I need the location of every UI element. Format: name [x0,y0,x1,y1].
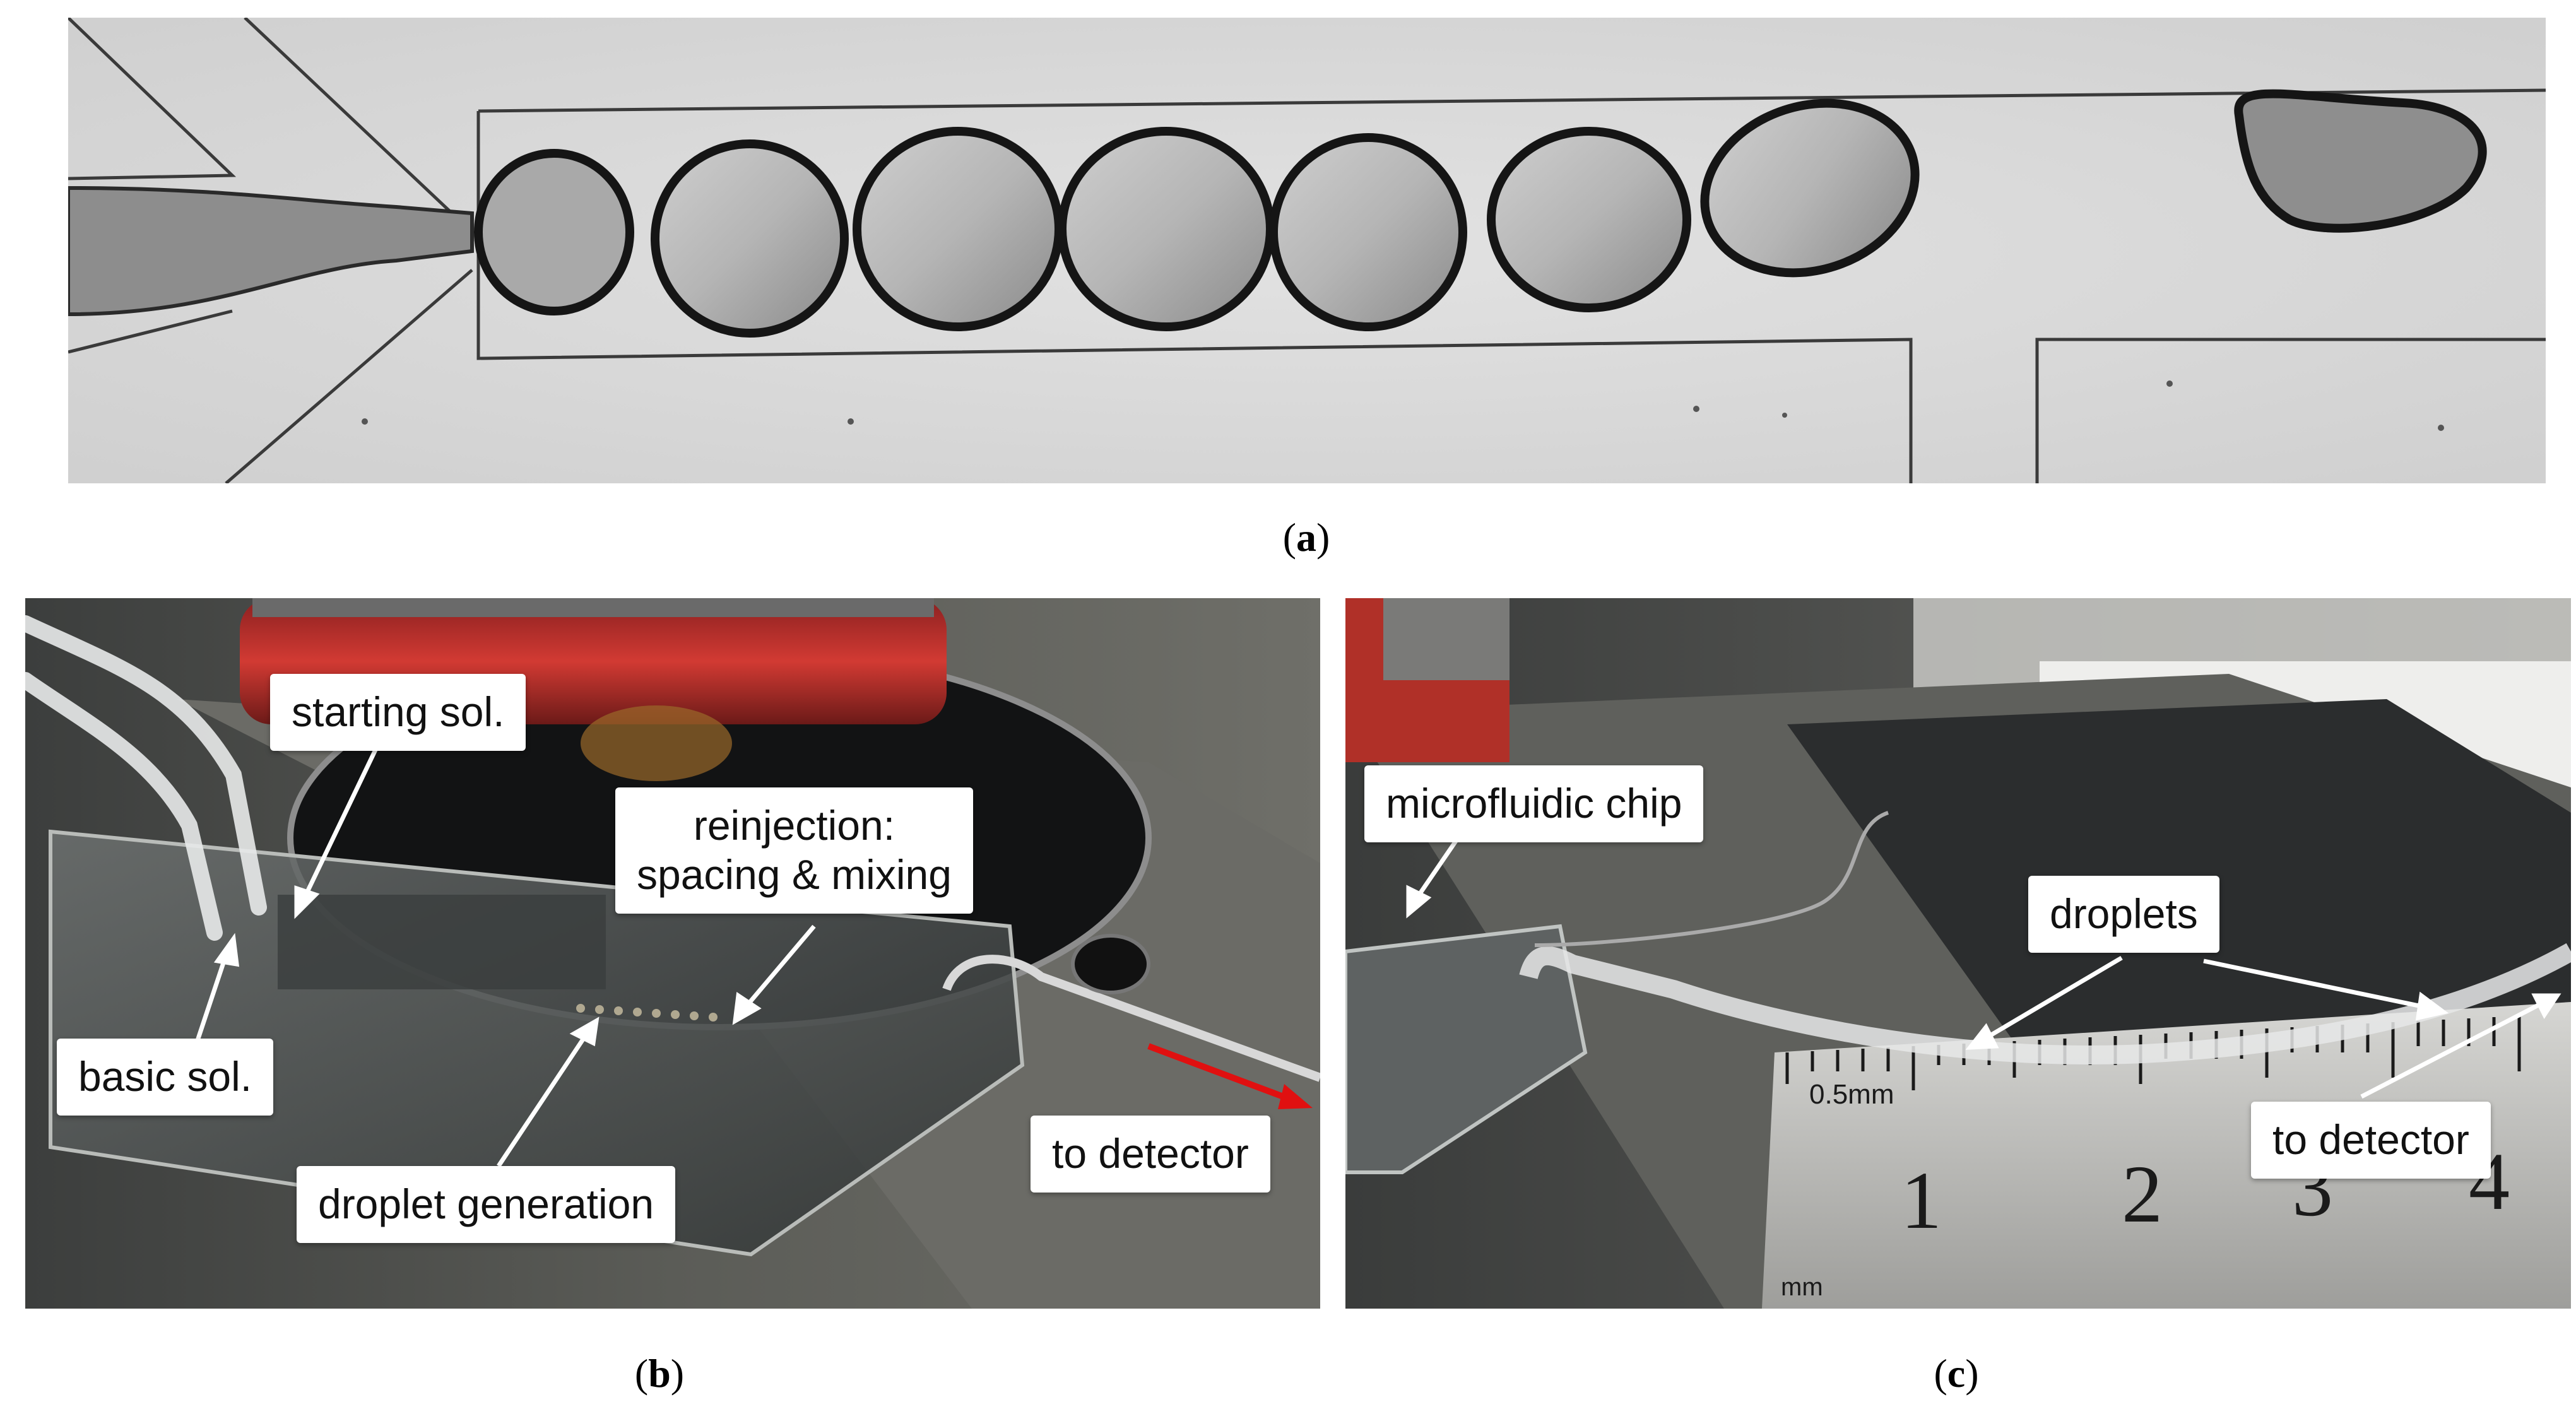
caption-a: (a) [1282,515,1330,560]
droplet [2234,89,2487,233]
inlet-tubing [25,615,267,941]
ruler-number-2: 2 [2122,1149,2163,1240]
microfluidic-chip [1345,924,1588,1174]
ruler [1762,1002,2571,1309]
panel-c-drawing [1345,598,2571,1309]
label-reinjection-line2: spacing & mixing [637,851,952,898]
label-to-detector: to detector [2251,1102,2491,1179]
inlet-stream [68,186,474,317]
caption-b: (b) [634,1351,685,1396]
annotation-arrows [193,742,816,1167]
droplet [853,127,1063,331]
label-basic-solution: basic sol. [57,1039,274,1116]
droplet [1058,127,1275,331]
chip-droplet-row [576,1004,718,1022]
label-droplets: droplets [2028,876,2219,953]
label-reinjection: reinjection: spacing & mixing [615,787,973,914]
panel-c-photo: 0.5mm mm 1 2 3 4 microfluidic chip dropl… [1345,598,2571,1309]
ruler-number-1: 1 [1901,1155,1942,1246]
panel-a-micrograph [68,18,2546,483]
label-reinjection-line1: reinjection: [693,802,895,849]
droplets [474,89,2487,338]
debris [362,380,2444,431]
label-droplet-generation: droplet generation [297,1166,676,1243]
panel-b-photo: starting sol. reinjection: spacing & mix… [25,598,1320,1309]
outlet-tubing [942,955,1320,1082]
ruler-unit-text: mm [1781,1273,1823,1301]
channel-walls [68,18,2546,483]
caption-c: (c) [1934,1351,1979,1396]
droplet [474,149,634,315]
droplet [1269,133,1467,331]
ruler-scale-text: 0.5mm [1809,1079,1894,1110]
droplet [1700,98,1920,278]
label-to-detector: to detector [1031,1116,1270,1193]
panel-a-drawing [68,18,2546,483]
droplet [1487,127,1691,312]
label-starting-solution: starting sol. [270,674,526,751]
droplet [651,139,849,338]
to-detector-arrow [1147,1043,1301,1106]
label-microfluidic-chip: microfluidic chip [1364,765,1704,842]
